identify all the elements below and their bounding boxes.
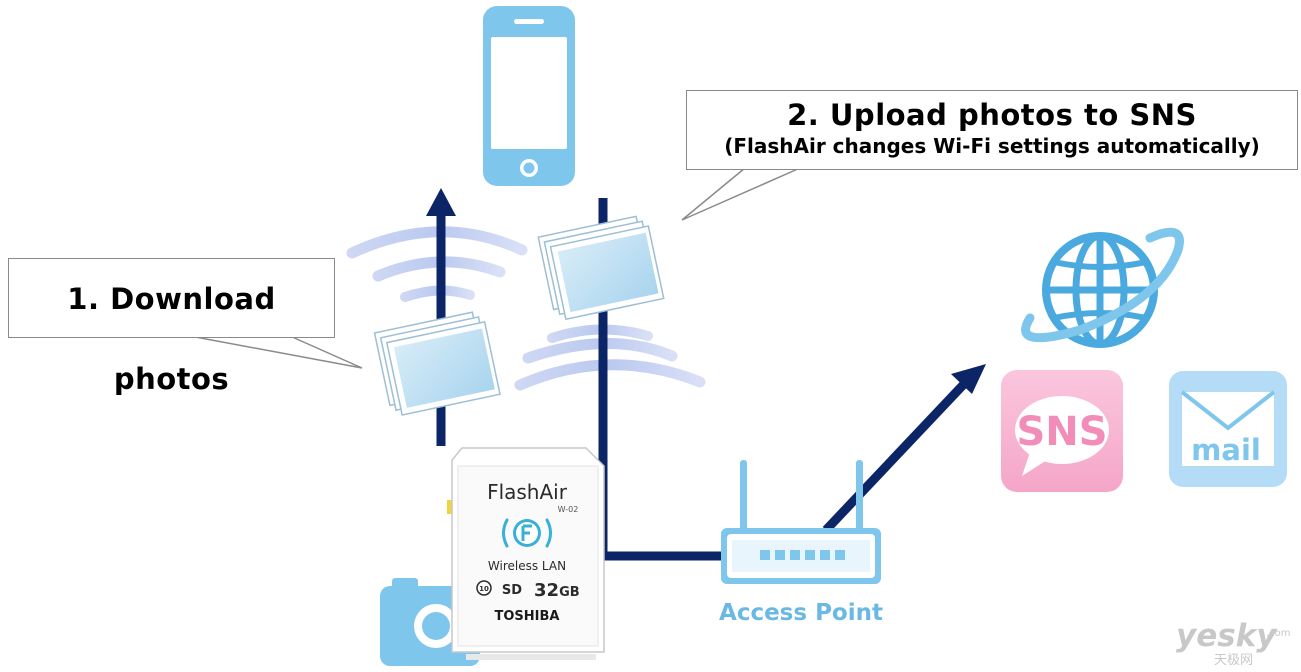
watermark: yesky .com 天极网 [1176,618,1291,668]
upload-callout-title: 2. Upload photos to SNS [787,98,1197,132]
router-icon: Access Point [719,460,883,626]
card-capacity: 32GB [534,580,580,601]
internet-arrow [822,364,986,534]
download-callout-title: 1. Download photos [67,282,276,396]
card-maker: TOSHIBA [495,609,560,624]
mail-label: mail [1191,433,1261,467]
card-capacity-value: 32 [534,580,559,601]
callout-pointer [189,335,363,369]
wifi-waves-icon [514,324,706,391]
upload-callout-note: (FlashAir changes Wi-Fi settings automat… [724,134,1260,158]
card-capacity-unit: GB [559,585,580,600]
download-callout: 1. Download photos [8,258,335,396]
card-sd-mark: SD [502,583,522,598]
flashair-logo [502,518,552,548]
watermark-latin: yesky [1176,618,1278,654]
watermark-cjk: 天极网 [1214,653,1253,668]
globe-icon [1021,227,1184,348]
callout-pointer [681,167,801,221]
sd-card-icon: FlashAir W-02 Wireless LAN 10 SD 32GB TO… [447,447,605,660]
upload-callout: 2. Upload photos to SNS (FlashAir change… [686,90,1298,170]
card-brand: FlashAir [487,480,568,504]
access-point-label: Access Point [719,600,883,626]
card-type: Wireless LAN [488,559,566,573]
photo-stack-icon [373,311,501,416]
mail-envelope-icon: mail [1169,371,1287,487]
sns-bubble-icon: SNS [1001,370,1123,492]
watermark-domain: .com [1266,628,1291,639]
card-class: 10 [479,585,489,593]
sns-label: SNS [1016,409,1107,455]
sdhc-class-badge: 10 SD [476,580,522,598]
photo-stack-icon [537,215,665,321]
smartphone-icon [483,6,575,186]
card-model: W-02 [558,505,579,514]
